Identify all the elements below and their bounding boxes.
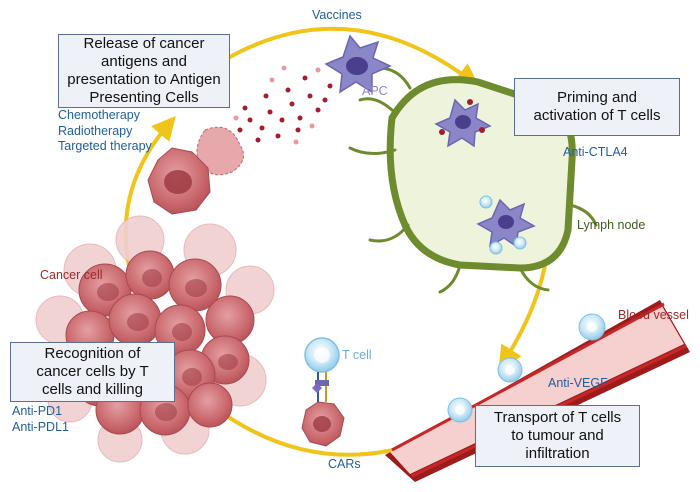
label-radiotherapy: Radiotherapy (58, 123, 133, 138)
label-apc: APC (362, 84, 388, 98)
label-anti-vegf: Anti-VEGF (548, 376, 608, 390)
car-t-cell (301, 337, 345, 447)
recognition-killing-box: Recognition of cancer cells by T cells a… (10, 342, 175, 402)
blood-vessel (385, 300, 690, 482)
label-targeted-therapy: Targeted therapy (58, 139, 152, 153)
label-anti-pd1: Anti-PD1 (12, 404, 63, 418)
transport-infiltration-text: Transport of T cells to tumour and infil… (493, 409, 622, 462)
release-antigens-text: Release of cancer antigens and presentat… (67, 35, 221, 106)
apc-cell (324, 34, 392, 94)
label-t-cell: T cell (342, 348, 372, 362)
dying-cancer-cell (147, 126, 245, 215)
therapies-checkpoint: Anti-PD1 Anti-PDL1 (12, 404, 69, 435)
label-anti-pdl1: Anti-PDL1 (12, 419, 69, 434)
priming-activation-box: Priming and activation of T cells (514, 78, 680, 136)
label-cars: CARs (328, 457, 361, 471)
release-antigens-box: Release of cancer antigens and presentat… (58, 34, 230, 108)
therapies-release: Chemotherapy Radiotherapy Targeted thera… (58, 108, 152, 155)
priming-activation-text: Priming and activation of T cells (533, 89, 661, 124)
transport-infiltration-box: Transport of T cells to tumour and infil… (475, 405, 640, 467)
label-vaccines: Vaccines (312, 8, 362, 22)
antigen-particles (237, 75, 333, 143)
arrow-top (226, 26, 480, 88)
label-chemotherapy: Chemotherapy (58, 108, 140, 122)
label-lymph-node: Lymph node (577, 218, 646, 232)
label-cancer-cell: Cancer cell (40, 268, 103, 282)
label-anti-ctla4: Anti-CTLA4 (563, 145, 628, 159)
recognition-killing-text: Recognition of cancer cells by T cells a… (36, 345, 149, 398)
label-blood-vessel: Blood vessel (618, 308, 689, 322)
